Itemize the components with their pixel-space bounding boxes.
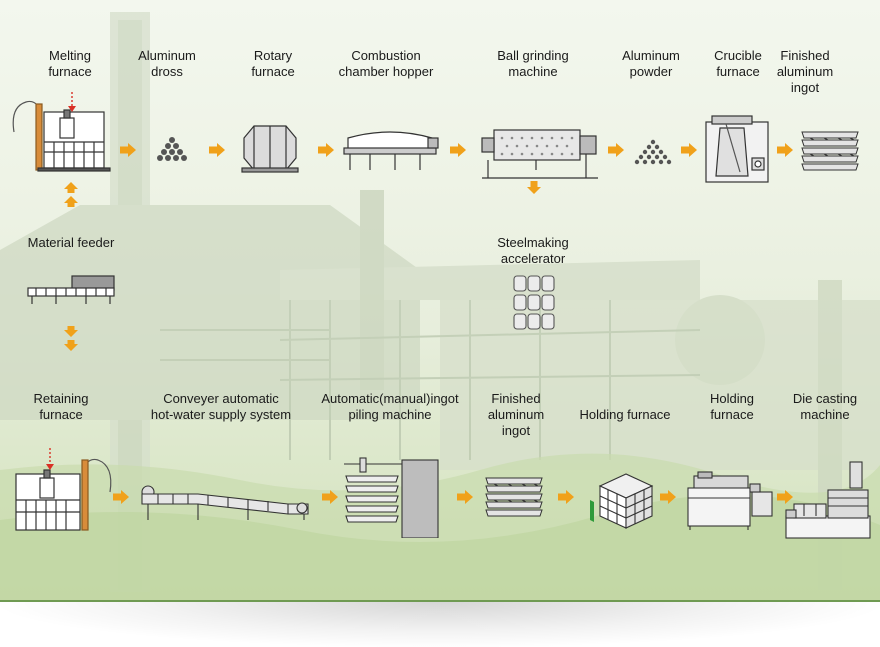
flow-arrow-up-icon — [64, 182, 78, 207]
steelmaking-accelerator-blocks-icon — [513, 275, 555, 330]
flow-arrow-right-icon — [777, 143, 793, 157]
melting-furnace-icon — [12, 92, 111, 172]
flow-arrow-down-icon — [527, 181, 541, 194]
combustion-chamber-hopper-icon — [343, 131, 439, 170]
frame-drop-shadow — [0, 602, 880, 647]
flow-arrow-right-icon — [558, 490, 574, 504]
label-steelmaking-accelerator: Steelmaking accelerator — [497, 235, 569, 266]
label-retaining-furnace: Retaining furnace — [33, 391, 89, 422]
label-melting-furnace: Melting furnace — [48, 48, 92, 79]
flow-arrow-right-icon — [113, 490, 129, 504]
flow-arrow-right-icon — [318, 143, 334, 157]
flow-arrow-right-icon — [322, 490, 338, 504]
holding-furnace-icon — [687, 471, 773, 530]
label-ingot-piling-machine: Automatic(manual)ingot piling machine — [321, 391, 459, 422]
label-combustion-chamber-hopper: Combustion chamber hopper — [338, 48, 434, 79]
factory-background-image — [0, 12, 880, 600]
holding-furnace-cube-icon — [590, 473, 654, 529]
finished-aluminum-ingot-stack-icon-top — [801, 131, 859, 171]
die-casting-machine-icon — [785, 461, 871, 539]
aluminum-powder-pile-icon — [634, 139, 672, 165]
label-holding-furnace: Holding furnace — [709, 391, 755, 422]
process-flow-diagram: Melting furnace Aluminum dross Rotary fu… — [0, 0, 880, 602]
label-material-feeder: Material feeder — [27, 235, 115, 250]
label-crucible-furnace: Crucible furnace — [714, 48, 762, 79]
label-rotary-furnace: Rotary furnace — [251, 48, 295, 79]
flow-arrow-right-icon — [608, 143, 624, 157]
label-finished-aluminum-ingot-top: Finished aluminum ingot — [776, 48, 834, 95]
material-feeder-icon — [27, 275, 115, 304]
label-aluminum-dross: Aluminum dross — [138, 48, 196, 79]
ingot-piling-machine-icon — [344, 457, 439, 538]
flow-arrow-down-icon — [64, 326, 78, 351]
aluminum-dross-pile-icon — [157, 137, 187, 161]
label-finished-aluminum-ingot-bottom: Finished aluminum ingot — [487, 391, 545, 438]
flow-arrow-right-icon — [120, 143, 136, 157]
flow-arrow-right-icon — [450, 143, 466, 157]
flow-arrow-right-icon — [209, 143, 225, 157]
flow-arrow-right-icon — [457, 490, 473, 504]
flow-arrow-right-icon — [681, 143, 697, 157]
flow-arrow-right-icon — [660, 490, 676, 504]
crucible-furnace-icon — [705, 115, 769, 183]
label-aluminum-powder: Aluminum powder — [622, 48, 680, 79]
label-holding-furnace-cube: Holding furnace — [579, 407, 671, 422]
retaining-furnace-icon — [15, 448, 112, 531]
label-conveyer-hot-water: Conveyer automatic hot-water supply syst… — [150, 391, 292, 422]
ball-grinding-machine-icon — [481, 129, 598, 179]
flow-arrow-right-icon — [777, 490, 793, 504]
finished-aluminum-ingot-stack-icon-bottom — [485, 477, 543, 517]
label-die-casting-machine: Die casting machine — [792, 391, 858, 422]
rotary-furnace-icon — [241, 125, 299, 173]
label-ball-grinding-machine: Ball grinding machine — [497, 48, 569, 79]
conveyer-hot-water-system-icon — [141, 485, 309, 520]
